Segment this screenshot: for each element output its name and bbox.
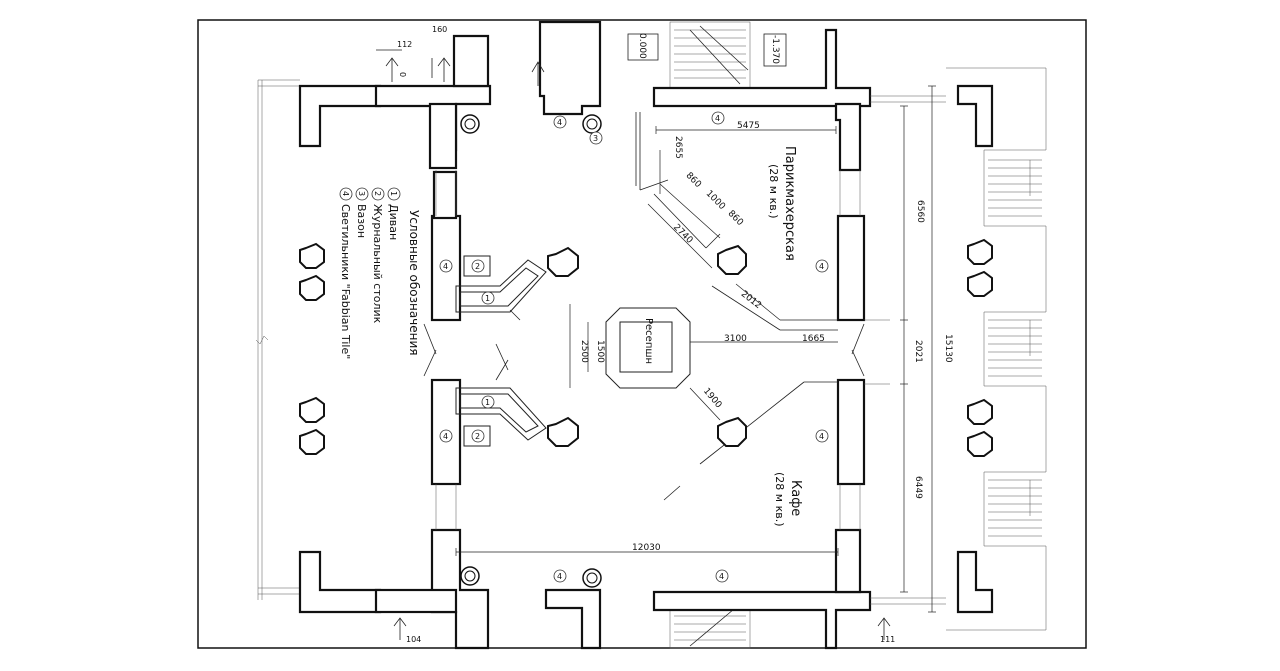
column-icon	[299, 238, 993, 457]
sofa-bottom	[455, 387, 547, 441]
lamp-marker: 4	[439, 429, 453, 443]
svg-text:3: 3	[357, 191, 366, 196]
svg-text:4: 4	[443, 432, 448, 441]
dim-1000: 1000	[704, 189, 727, 212]
svg-text:2: 2	[475, 432, 480, 441]
left-exterior-lines	[255, 79, 300, 600]
dim-860-b: 860	[726, 209, 745, 228]
reception-desk	[605, 307, 691, 389]
room-reception: Ресепшн	[643, 318, 654, 364]
dim-6560: 6560	[915, 200, 925, 223]
dim-6449: 6449	[913, 476, 923, 499]
lamp-marker: 4	[711, 111, 725, 125]
drawing-frame	[197, 19, 1087, 649]
svg-text:4: 4	[341, 191, 350, 196]
svg-text:2: 2	[373, 191, 382, 196]
svg-text:3: 3	[593, 134, 598, 143]
vase-marker: 3	[589, 131, 603, 145]
dim-15130: 15130	[943, 334, 953, 363]
sofa-marker: 1	[481, 291, 495, 305]
legend: Условные обозначения 1 2 3 4 Диван Журна…	[339, 187, 421, 359]
dim-1665: 1665	[802, 334, 825, 344]
level-minus-1370: -1.370	[770, 35, 780, 64]
room-cafe: Кафе (28 м кв.)	[773, 472, 803, 527]
svg-text:4: 4	[819, 262, 824, 271]
svg-text:2: 2	[475, 262, 480, 271]
dim-3100: 3100	[724, 334, 747, 344]
section-112: 112	[397, 40, 412, 49]
dim-2012: 2012	[739, 289, 763, 311]
vase-icon	[460, 114, 602, 588]
dim-2740: 2740	[671, 223, 694, 246]
lamp-marker: 4	[815, 259, 829, 273]
lamp-marker: 4	[553, 569, 567, 583]
lamp-marker: 4	[715, 569, 729, 583]
svg-text:4: 4	[719, 572, 724, 581]
room-cafe-area: (28 м кв.)	[773, 472, 786, 527]
room-hairdresser-name: Парикмахерская	[782, 146, 797, 261]
svg-text:1: 1	[485, 294, 490, 303]
table-marker: 2	[471, 259, 485, 273]
legend-item-lamps: Светильники "Fabbian Tile"	[339, 204, 352, 359]
lamp-marker: 4	[553, 115, 567, 129]
dim-1500: 1500	[595, 340, 605, 363]
svg-text:4: 4	[715, 114, 720, 123]
svg-text:4: 4	[557, 118, 562, 127]
table-marker: 2	[471, 429, 485, 443]
dimension-lines	[455, 85, 936, 613]
dim-860-a: 860	[684, 171, 703, 190]
svg-text:4: 4	[819, 432, 824, 441]
dim-12030: 12030	[632, 543, 661, 553]
section-arrow-icon	[376, 49, 891, 640]
sofa-marker: 1	[481, 395, 495, 409]
walls	[298, 20, 994, 650]
legend-item-vase: Вазон	[355, 204, 368, 238]
svg-text:4: 4	[443, 262, 448, 271]
svg-text:4: 4	[557, 572, 562, 581]
lamp-marker: 4	[815, 429, 829, 443]
interior-partitions	[423, 112, 865, 501]
right-exterior-stairs	[946, 67, 1047, 631]
section-104: 104	[406, 635, 421, 644]
top-stair	[669, 21, 751, 91]
dim-1900: 1900	[701, 386, 724, 410]
lamp-marker: 4	[439, 259, 453, 273]
coffee-table-bottom	[463, 425, 491, 447]
dim-2655: 2655	[673, 136, 683, 159]
dim-5475: 5475	[737, 121, 760, 131]
dimension-labels: 5475 2655 860 1000 860 2740 2012 3100 16…	[579, 121, 953, 553]
legend-title: Условные обозначения	[407, 210, 421, 356]
section-111: 111	[880, 635, 895, 644]
sofa-top	[455, 259, 547, 313]
room-hairdresser-area: (28 м кв.)	[767, 164, 780, 219]
dim-160: 160	[432, 25, 447, 34]
room-cafe-name: Кафе	[788, 480, 803, 516]
section-zero-top: 0	[398, 72, 407, 77]
svg-text:1: 1	[485, 398, 490, 407]
legend-item-sofa: Диван	[387, 204, 400, 240]
dim-2500: 2500	[579, 340, 589, 363]
legend-item-table: Журнальный столик	[371, 204, 384, 324]
coffee-table-top	[463, 255, 491, 277]
level-marks: 0.000 -1.370	[627, 33, 787, 67]
room-reception-name: Ресепшн	[643, 318, 654, 364]
dim-2021: 2021	[913, 340, 923, 363]
room-hairdresser: Парикмахерская (28 м кв.)	[767, 146, 797, 261]
svg-text:1: 1	[389, 191, 398, 196]
window-lines	[435, 95, 946, 605]
marker-group: 4 4 4 4 4 4 4 4 3 1 1 2 2	[439, 111, 829, 583]
level-0000: 0.000	[637, 33, 647, 59]
